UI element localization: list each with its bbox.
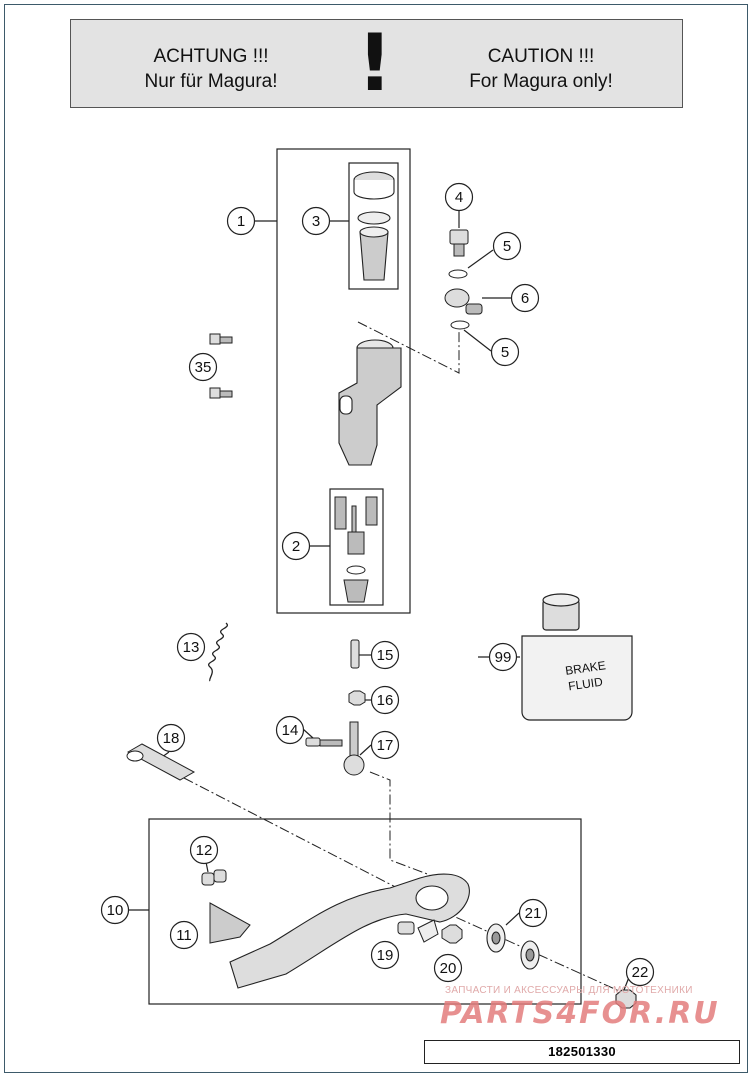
callout-35: 35 bbox=[195, 359, 212, 376]
fluid-label-line2: FLUID bbox=[567, 675, 604, 694]
callout-5-upper: 5 bbox=[503, 238, 511, 255]
callout-18: 18 bbox=[163, 730, 180, 747]
piston-kit-group-box bbox=[329, 488, 384, 606]
callout-2: 2 bbox=[292, 538, 300, 555]
callout-16: 16 bbox=[377, 692, 394, 709]
callout-11: 11 bbox=[176, 927, 192, 944]
pedal-small-parts bbox=[201, 869, 463, 944]
callout-99: 99 bbox=[495, 649, 512, 666]
pivot-bolt bbox=[126, 743, 196, 781]
page-frame bbox=[4, 4, 748, 1073]
callout-19: 19 bbox=[377, 947, 394, 964]
fluid-label-line1: BRAKE bbox=[564, 658, 606, 678]
caution-english-text: For Magura only! bbox=[469, 71, 613, 92]
master-cylinder-body bbox=[338, 339, 402, 466]
part-number-box: 182501330 bbox=[424, 1040, 740, 1064]
callout-1: 1 bbox=[237, 213, 245, 230]
reservoir-group-box bbox=[348, 162, 399, 290]
exclamation-icon: ! bbox=[357, 19, 393, 109]
callout-20: 20 bbox=[440, 960, 457, 977]
callout-5-lower: 5 bbox=[501, 344, 509, 361]
return-spring bbox=[208, 622, 228, 682]
callout-10: 10 bbox=[107, 902, 124, 919]
callout-15: 15 bbox=[377, 647, 394, 664]
banjo-fitting-parts bbox=[444, 229, 483, 330]
callout-21: 21 bbox=[525, 905, 542, 922]
watermark-logo: PARTS4FOR.RU bbox=[440, 996, 720, 1031]
callout-14: 14 bbox=[282, 722, 299, 739]
master-cylinder-group-box bbox=[276, 148, 411, 614]
callout-13: 13 bbox=[183, 639, 200, 656]
pushrod-parts bbox=[305, 639, 366, 776]
watermark-tagline: ЗАПЧАСТИ И АКСЕССУАРЫ ДЛЯ МОТОТЕХНИКИ bbox=[445, 985, 693, 996]
caution-german-title: ACHTUNG !!! bbox=[153, 46, 269, 67]
screw-parts bbox=[209, 333, 233, 399]
callout-12: 12 bbox=[196, 842, 213, 859]
caution-english-title: CAUTION !!! bbox=[487, 46, 595, 67]
callout-4: 4 bbox=[455, 189, 463, 206]
piston-kit-parts bbox=[334, 496, 378, 603]
bearing-parts bbox=[486, 923, 637, 1009]
callout-17: 17 bbox=[377, 737, 394, 754]
caution-german: ACHTUNG !!! Nur für Magura! bbox=[101, 44, 321, 94]
caution-english: CAUTION !!! For Magura only! bbox=[431, 44, 651, 94]
brake-pedal-lever bbox=[229, 873, 470, 989]
callout-6: 6 bbox=[521, 290, 529, 307]
caution-german-text: Nur für Magura! bbox=[144, 71, 278, 92]
brake-pedal-group-box bbox=[148, 818, 582, 1005]
callout-3: 3 bbox=[312, 213, 320, 230]
callout-22: 22 bbox=[632, 964, 649, 981]
brake-fluid-bottle: BRAKE FLUID bbox=[521, 593, 633, 721]
reservoir-parts bbox=[353, 171, 395, 281]
caution-banner: ACHTUNG !!! Nur für Magura! ! CAUTION !!… bbox=[70, 19, 683, 108]
